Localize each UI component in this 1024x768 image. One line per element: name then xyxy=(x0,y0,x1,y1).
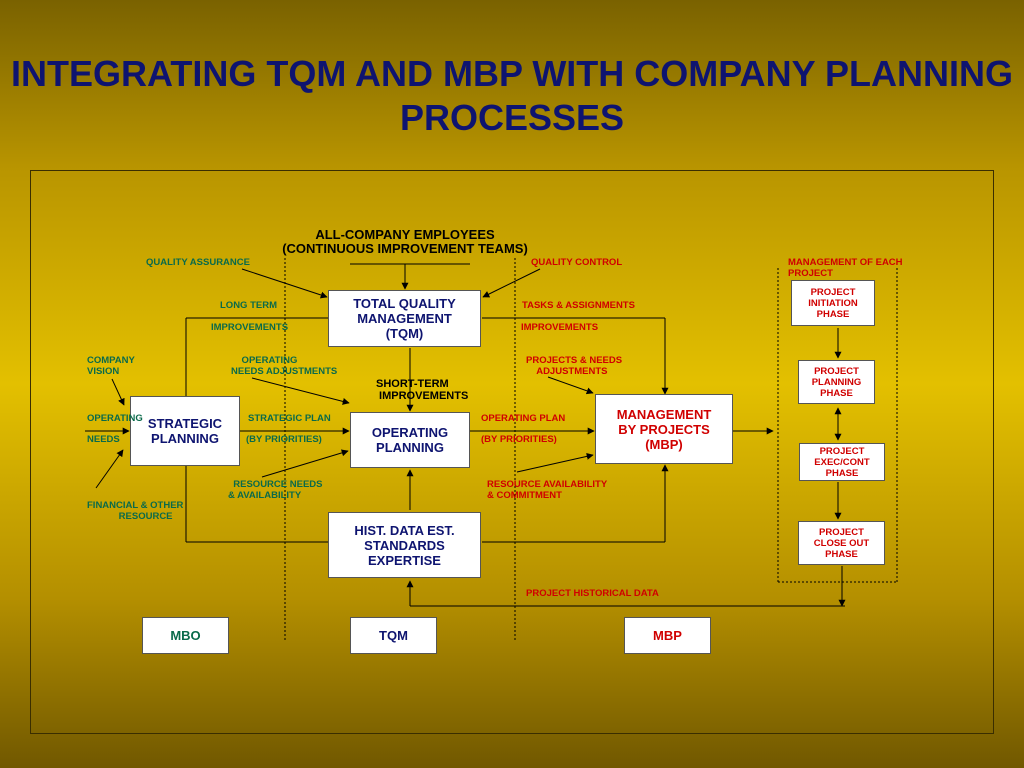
quality-assurance-label: QUALITY ASSURANCE xyxy=(146,257,250,268)
mbp-box: MANAGEMENT BY PROJECTS (MBP) xyxy=(595,394,733,464)
by-priorities-left-label: (BY PRIORITIES) xyxy=(246,434,322,445)
short-term-label: SHORT-TERM IMPROVEMENTS xyxy=(376,378,469,402)
improvements-right-label: IMPROVEMENTS xyxy=(521,322,599,333)
strategic-plan-label: STRATEGIC PLAN xyxy=(248,413,331,424)
mbo-box: MBO xyxy=(142,617,229,654)
phase-initiation-box: PROJECT INITIATION PHASE xyxy=(791,280,875,326)
resource-availability-label: RESOURCE AVAILABILITY & COMMITMENT xyxy=(487,479,608,501)
phase-planning-box: PROJECT PLANNING PHASE xyxy=(798,360,875,404)
tqm-bottom-box: TQM xyxy=(350,617,437,654)
company-vision-label: COMPANY VISION xyxy=(87,355,135,377)
historical-data-label: PROJECT HISTORICAL DATA xyxy=(526,588,659,599)
operating-needs-label: OPERATING xyxy=(87,413,143,424)
financial-resource-label: FINANCIAL & OTHER RESOURCE xyxy=(87,500,184,522)
by-priorities-right-label: (BY PRIORITIES) xyxy=(481,434,557,445)
improvements-left-label: IMPROVEMENTS xyxy=(211,322,289,333)
phase-closeout-box: PROJECT CLOSE OUT PHASE xyxy=(798,521,885,565)
mgmt-each-project-label: MANAGEMENT OF EACH PROJECT xyxy=(788,257,903,279)
page-title: INTEGRATING TQM AND MBP WITH COMPANY PLA… xyxy=(11,53,1013,138)
phase-exec-box: PROJECT EXEC/CONT PHASE xyxy=(799,443,885,481)
resource-needs-label: RESOURCE NEEDS & AVAILABILITY xyxy=(228,479,323,501)
needs-label: NEEDS xyxy=(87,434,120,445)
operating-planning-box: OPERATING PLANNING xyxy=(350,412,470,468)
tasks-assignments-label: TASKS & ASSIGNMENTS xyxy=(522,300,635,311)
strategic-planning-box: STRATEGIC PLANNING xyxy=(130,396,240,466)
long-term-label: LONG TERM xyxy=(220,300,277,311)
operating-plan-label: OPERATING PLAN xyxy=(481,413,566,424)
tqm-box: TOTAL QUALITY MANAGEMENT (TQM) xyxy=(328,290,481,347)
operating-needs-adjustments-label: OPERATING NEEDS ADJUSTMENTS xyxy=(231,355,338,377)
projects-needs-label: PROJECTS & NEEDS ADJUSTMENTS xyxy=(526,355,623,377)
quality-control-label: QUALITY CONTROL xyxy=(531,257,623,268)
employees-header: ALL-COMPANY EMPLOYEES (CONTINUOUS IMPROV… xyxy=(282,227,528,256)
diagram-frame xyxy=(30,170,994,734)
mbp-bottom-box: MBP xyxy=(624,617,711,654)
hist-data-box: HIST. DATA EST. STANDARDS EXPERTISE xyxy=(328,512,481,578)
